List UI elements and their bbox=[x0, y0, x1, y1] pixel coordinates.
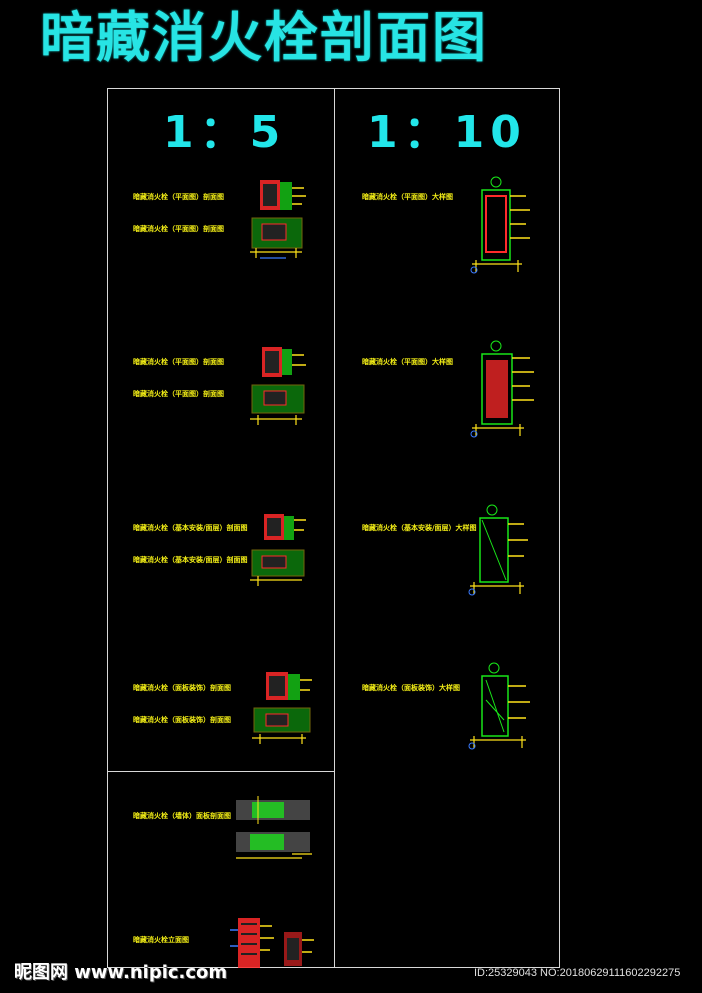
right-detail-drawing-2 bbox=[470, 340, 534, 438]
left-label-1: 暗藏消火栓（平面图）剖面图 bbox=[133, 193, 224, 201]
right-detail-drawing-3 bbox=[468, 504, 528, 596]
right-detail-drawing-1 bbox=[470, 176, 530, 274]
right-label-1: 暗藏消火栓（平面图）大样图 bbox=[362, 193, 453, 201]
left-label-9: 暗藏消火栓（墙体）面板剖面图 bbox=[133, 812, 231, 820]
left-label-5: 暗藏消火栓（基本安装/面层）剖面图 bbox=[133, 524, 248, 532]
left-lower-frame bbox=[107, 771, 335, 968]
left-lower-drawing-1 bbox=[236, 796, 312, 859]
left-lower-drawing-2 bbox=[230, 918, 314, 968]
left-label-6: 暗藏消火栓（基本安装/面层）剖面图 bbox=[133, 556, 248, 564]
right-frame bbox=[334, 88, 560, 968]
left-label-10: 暗藏消火栓立面图 bbox=[133, 936, 189, 944]
right-label-3: 暗藏消火栓（基本安装/面层）大样图 bbox=[362, 524, 477, 532]
right-label-2: 暗藏消火栓（平面图）大样图 bbox=[362, 358, 453, 366]
right-label-4: 暗藏消火栓（面板装饰）大样图 bbox=[362, 684, 460, 692]
left-section-drawing-4 bbox=[252, 672, 312, 744]
left-label-7: 暗藏消火栓（面板装饰）剖面图 bbox=[133, 684, 231, 692]
drawing-title: 暗藏消火栓剖面图 bbox=[40, 5, 488, 69]
watermark-site: 昵图网 www.nipic.com bbox=[14, 962, 228, 983]
left-label-4: 暗藏消火栓（平面图）剖面图 bbox=[133, 390, 224, 398]
scale-1-10: 1：10 bbox=[367, 107, 527, 158]
left-label-2: 暗藏消火栓（平面图）剖面图 bbox=[133, 225, 224, 233]
left-section-drawing-3 bbox=[250, 514, 306, 586]
left-label-3: 暗藏消火栓（平面图）剖面图 bbox=[133, 358, 224, 366]
left-label-8: 暗藏消火栓（面板装饰）剖面图 bbox=[133, 716, 231, 724]
scale-1-5: 1：5 bbox=[163, 107, 287, 158]
left-section-drawing-1 bbox=[250, 180, 306, 259]
left-section-drawing-2 bbox=[250, 347, 306, 425]
watermark-id: ID:25329043 NO:20180629111602292275 bbox=[474, 967, 681, 979]
right-detail-drawing-4 bbox=[468, 662, 530, 750]
